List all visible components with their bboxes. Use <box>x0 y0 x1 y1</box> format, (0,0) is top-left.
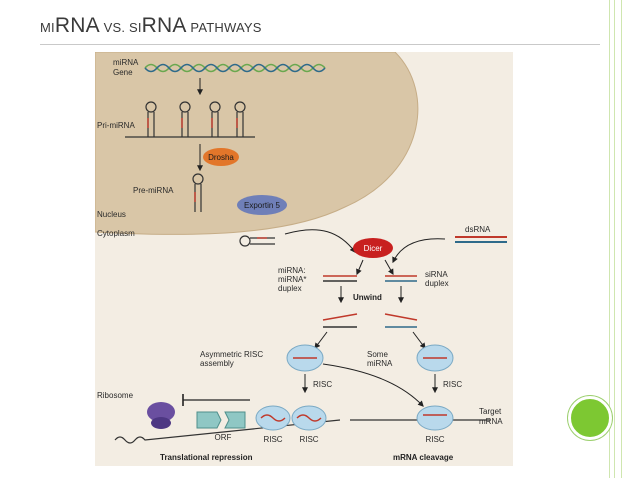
label-translational-repression: Translational repression <box>160 453 253 462</box>
sirna-risc-bound <box>416 405 454 431</box>
target-mrna-strand-1 <box>114 419 341 444</box>
label-mirna-gene-2: Gene <box>113 68 133 77</box>
arrow-risc-to-cleavage <box>322 363 424 407</box>
pathway-figure: miRNA Gene Pri-miRNA Drosha <box>95 52 513 466</box>
label-mirna-duplex-3: duplex <box>278 284 302 293</box>
title-rna-1: RNA <box>54 14 100 37</box>
title-mi: MI <box>40 20 55 35</box>
pathway-diagram: miRNA Gene Pri-miRNA Drosha <box>95 52 513 466</box>
dna-helix <box>144 63 326 73</box>
arrow-dsrna-to-dicer <box>392 238 446 264</box>
right-border-line <box>614 0 615 478</box>
orf-region <box>196 411 246 429</box>
ribosome <box>147 402 175 429</box>
label-orf: ORF <box>215 433 232 442</box>
label-asym-risc-1: Asymmetric RISC <box>200 350 263 359</box>
arrow-pre-to-dicer <box>284 229 356 253</box>
label-target-mrna-2: mRNA <box>479 417 503 426</box>
accent-dot <box>568 396 612 440</box>
label-risc-3: RISC <box>263 435 282 444</box>
unwound-sirna <box>384 313 418 328</box>
dicer-enzyme <box>353 238 393 258</box>
label-mirna-duplex-2: miRNA* <box>278 275 306 284</box>
label-mrna-cleavage: mRNA cleavage <box>393 453 454 462</box>
title-rule <box>40 44 600 45</box>
pri-mirna-marks <box>147 118 238 128</box>
drosha-enzyme <box>203 148 239 166</box>
label-nucleus: Nucleus <box>97 210 126 219</box>
title-si: SI <box>128 20 142 35</box>
unwound-mirna <box>322 313 358 328</box>
label-mirna-gene-1: miRNA <box>113 58 139 67</box>
label-some-mirna-1: Some <box>367 350 388 359</box>
sirna-duplex <box>385 275 417 282</box>
label-unwind: Unwind <box>353 293 382 302</box>
label-risc-1: RISC <box>313 380 332 389</box>
slide-title: MIRNA VS. SIRNA PATHWAYS <box>40 14 262 38</box>
label-risc-5: RISC <box>425 435 444 444</box>
sirna-risc <box>416 344 454 372</box>
label-sirna-duplex-2: duplex <box>425 279 449 288</box>
label-mirna-duplex-1: miRNA: <box>278 266 306 275</box>
label-some-mirna-2: miRNA <box>367 359 393 368</box>
title-rna-2: RNA <box>141 14 187 37</box>
mirna-risc-bound-1 <box>255 405 291 431</box>
exportin5-protein <box>237 195 287 215</box>
pri-mirna-transcript <box>125 101 255 138</box>
label-cytoplasm: Cytoplasm <box>97 229 135 238</box>
arrow-to-sirna-risc <box>412 331 426 349</box>
label-exportin: Exportin 5 <box>244 201 281 210</box>
arrow-to-asym-risc <box>314 331 328 349</box>
label-target-mrna-1: Target <box>479 407 502 416</box>
label-ribosome: Ribosome <box>97 391 134 400</box>
label-risc-2: RISC <box>443 380 462 389</box>
label-pre-mirna: Pre-miRNA <box>133 186 174 195</box>
mirna-risc-bound-2 <box>291 405 327 431</box>
arrow-dicer-to-sirna <box>384 259 394 276</box>
label-sirna-duplex-1: siRNA <box>425 270 448 279</box>
label-drosha: Drosha <box>208 153 234 162</box>
title-pathways: PATHWAYS <box>186 20 262 35</box>
dsrna-molecule <box>455 236 507 243</box>
label-dsrna: dsRNA <box>465 225 491 234</box>
label-asym-risc-2: assembly <box>200 359 234 368</box>
right-border-line <box>609 0 610 478</box>
label-dicer: Dicer <box>364 244 383 253</box>
nucleus-region <box>95 52 419 235</box>
mirna-duplex <box>323 275 357 282</box>
title-vs: VS. <box>99 20 129 35</box>
label-risc-4: RISC <box>299 435 318 444</box>
mirna-risc <box>286 344 324 372</box>
right-border-line <box>621 0 622 478</box>
label-pri-mirna: Pri-miRNA <box>97 121 135 130</box>
arrow-dicer-to-mirna <box>356 259 364 276</box>
